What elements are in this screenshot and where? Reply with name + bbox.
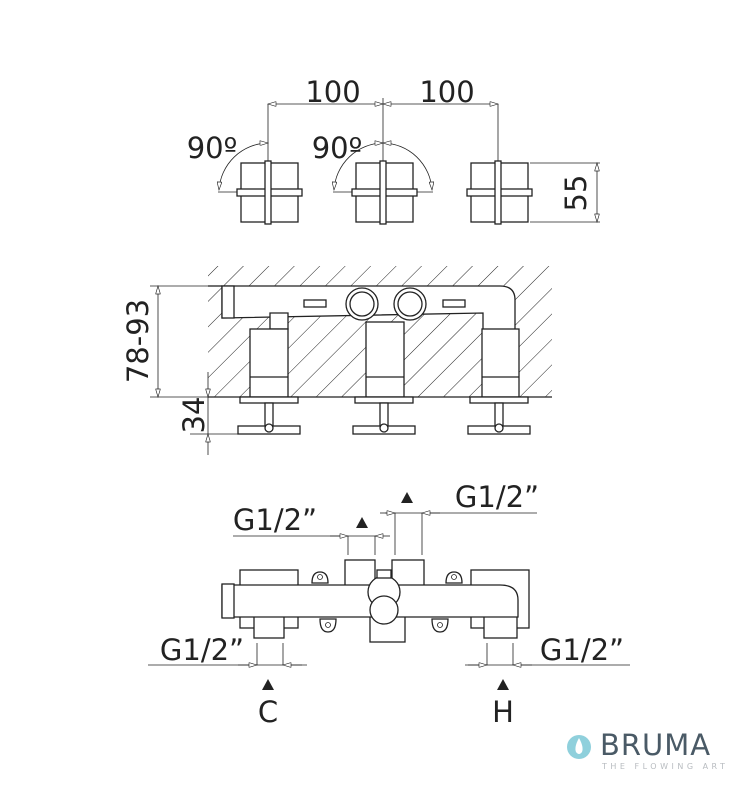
flow-arrow-icon <box>262 679 274 690</box>
brand-name: BRUMA <box>600 728 712 762</box>
port-label-top-left: G1/2” <box>233 503 317 537</box>
cold-label: C <box>258 695 278 729</box>
flow-arrow-icon <box>497 679 509 690</box>
dim-height: 55 <box>559 175 593 212</box>
handle-top <box>236 160 303 225</box>
dim-rotation-middle: 90º <box>312 131 363 165</box>
water-drop-icon <box>567 735 591 759</box>
port-label-bottom-left: G1/2” <box>160 633 244 667</box>
handle-side <box>237 396 301 435</box>
flow-arrow-icon <box>356 517 368 528</box>
handle-top <box>351 160 418 225</box>
top-view: 100 100 90º 90º 55 <box>187 75 600 225</box>
port-label-bottom-right: G1/2” <box>540 633 624 667</box>
dim-spacing-left: 100 <box>305 75 360 109</box>
brand-tagline: THE FLOWING ART <box>602 762 729 771</box>
handle-side <box>467 396 531 435</box>
flow-arrow-icon <box>401 492 413 503</box>
dim-rotation-left: 90º <box>187 131 238 165</box>
dim-projection: 34 <box>177 397 211 434</box>
hot-label: H <box>492 695 514 729</box>
handle-top <box>466 160 533 225</box>
side-view: 78-93 34 <box>121 266 552 455</box>
dim-spacing-right: 100 <box>419 75 474 109</box>
port-label-top-right: G1/2” <box>455 480 539 514</box>
dim-depth-range: 78-93 <box>121 299 155 383</box>
bottom-view: G1/2” G1/2” G1/2” C G1/2” H <box>148 480 630 729</box>
handle-side <box>352 396 416 435</box>
